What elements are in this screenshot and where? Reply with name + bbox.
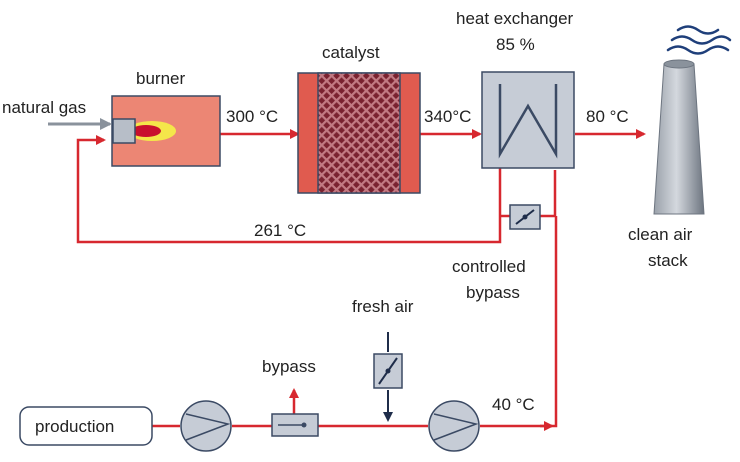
flame-inner [131, 125, 161, 137]
production-unit [19, 406, 153, 446]
heat-exchanger-unit [481, 71, 575, 169]
flow-recirculation-loop [76, 135, 502, 244]
bypass-valve [271, 413, 319, 437]
label-bypass: bypass [262, 357, 316, 376]
heat-exchanger-coil [498, 84, 558, 159]
label-temp-340: 340°C [424, 107, 471, 126]
label-stack: stack [648, 251, 688, 270]
label-natural-gas: natural gas [2, 98, 86, 117]
label-clean-air: clean air [628, 225, 693, 244]
label-efficiency: 85 % [496, 35, 535, 54]
label-temp-40: 40 °C [492, 395, 535, 414]
label-fresh-air: fresh air [352, 297, 414, 316]
heat-exchanger-body [481, 71, 575, 169]
radial-fan-icon [180, 400, 232, 452]
flow-cold-side [540, 216, 558, 428]
burner-nozzle [112, 118, 136, 144]
catalyst-unit [297, 72, 421, 194]
flow-controlled-bypass [540, 170, 557, 218]
label-controlled-bypass: bypass [466, 283, 520, 302]
label-temp-261: 261 °C [254, 221, 306, 240]
label-heat-exchanger: heat exchanger [456, 9, 574, 28]
fan-1 [180, 400, 232, 452]
chimney-stack-icon [653, 25, 732, 215]
label-temp-300: 300 °C [226, 107, 278, 126]
radial-fan-icon [428, 400, 480, 452]
burner-unit [111, 95, 221, 167]
flow-lines [76, 129, 646, 431]
label-production: production [35, 417, 114, 436]
fan-2 [428, 400, 480, 452]
stack-body [653, 63, 705, 215]
label-burner: burner [136, 69, 185, 88]
label-catalyst: catalyst [322, 43, 380, 62]
catalyst-core [317, 72, 401, 194]
label-temp-80: 80 °C [586, 107, 629, 126]
smoke-lines [666, 25, 732, 55]
damper-valve-icon [509, 204, 541, 230]
fresh-air-damper [373, 332, 403, 422]
label-controlled: controlled [452, 257, 526, 276]
